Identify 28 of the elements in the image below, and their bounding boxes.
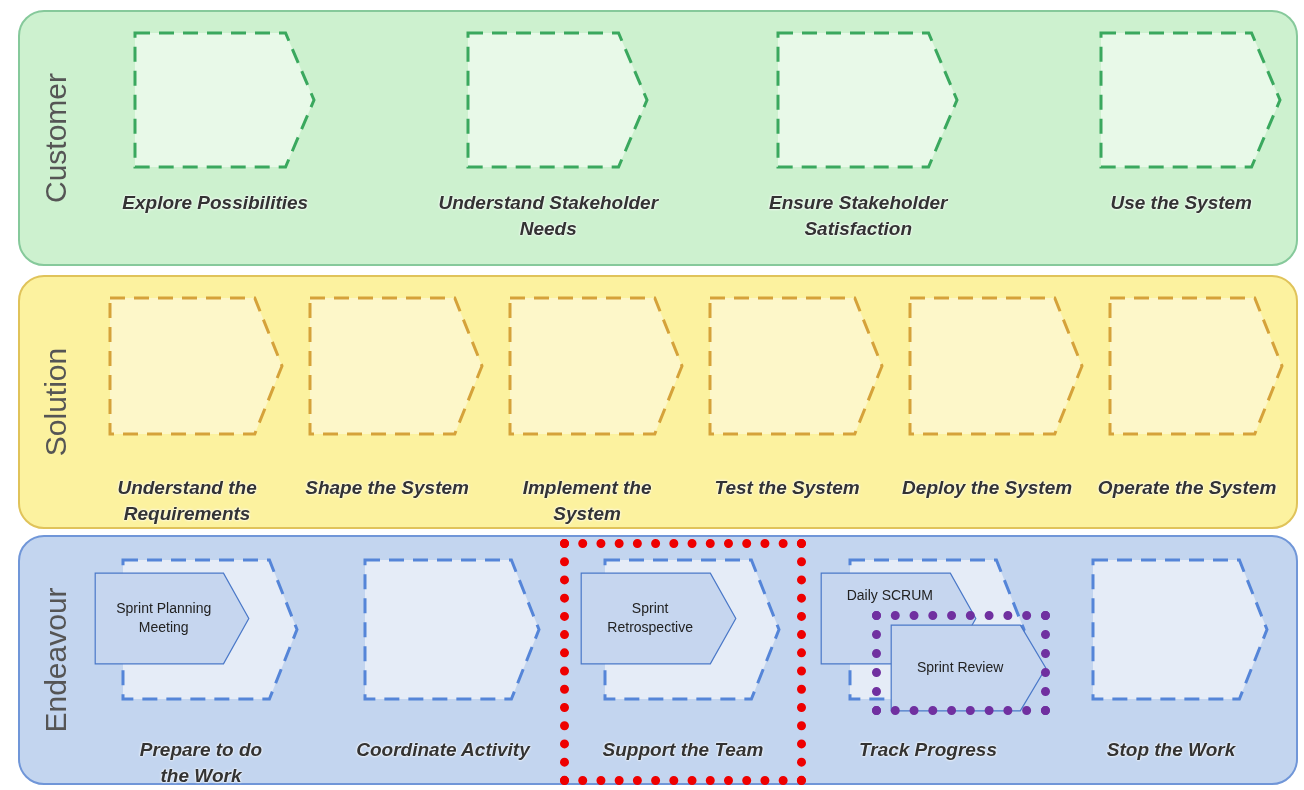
step-label: Shape the System	[304, 476, 470, 500]
step-label: Stop the Work	[1105, 738, 1237, 762]
activity-label: Daily SCRUM	[845, 586, 934, 605]
step-label: Operate the System	[1097, 476, 1278, 500]
lane-title: Solution	[39, 347, 73, 457]
lane-title: Customer	[39, 73, 73, 203]
step-label: Understand the Requirements	[116, 476, 258, 526]
step-label: Understand Stakeholder Needs	[437, 191, 660, 241]
activity-label: Sprint Review	[915, 658, 1005, 678]
swimlane-band	[18, 535, 1298, 785]
activity-pentagon	[94, 572, 250, 665]
activity-pentagon	[890, 624, 1047, 712]
activity-pentagon	[580, 572, 737, 665]
activity-label: Sprint Retrospective	[606, 598, 694, 638]
step-label: Implement the System	[521, 476, 653, 526]
step-label: Track Progress	[858, 738, 998, 762]
step-label: Support the Team	[601, 738, 765, 762]
swimlane-band	[18, 275, 1298, 529]
step-label: Prepare to do the Work	[138, 738, 264, 788]
step-label: Coordinate Activity	[355, 738, 532, 762]
step-label: Explore Possibilities	[121, 191, 310, 215]
lane-title: Endeavour	[39, 587, 73, 733]
activity-label: Sprint Planning Meeting	[115, 598, 213, 638]
step-label: Deploy the System	[901, 476, 1074, 500]
swimlane-band	[18, 10, 1298, 266]
step-label: Use the System	[1109, 191, 1253, 215]
step-label: Ensure Stakeholder Satisfaction	[768, 191, 949, 241]
step-label: Test the System	[713, 476, 861, 500]
